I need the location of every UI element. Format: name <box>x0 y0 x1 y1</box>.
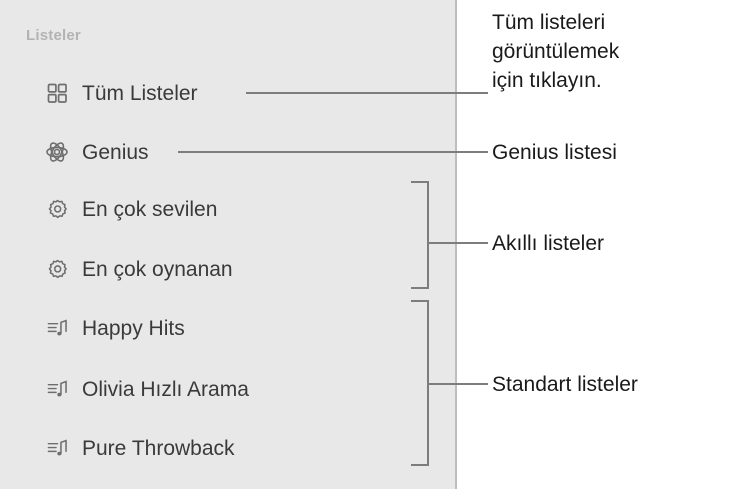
sidebar-item-label: En çok oynanan <box>82 257 233 281</box>
sidebar-divider <box>455 0 457 489</box>
callout-label-smart-lists: Akıllı listeler <box>492 232 605 255</box>
sidebar-item-happy-hits[interactable]: Happy Hits <box>44 313 185 343</box>
sidebar-item-label: Tüm Listeler <box>82 81 198 105</box>
callout-label-standard-lists: Standart listeler <box>492 373 638 396</box>
gear-icon <box>44 256 70 282</box>
callout-label-all-lists: Tüm listeleri görüntülemek için tıklayın… <box>492 11 620 92</box>
callout-leader-line-all-lists <box>246 92 488 94</box>
playlist-note-icon <box>44 435 70 461</box>
genius-atom-icon <box>44 139 70 165</box>
sidebar-item-label: Happy Hits <box>82 316 185 340</box>
callout-leader-line-smart-lists <box>427 242 488 244</box>
callout-leader-line-genius <box>178 151 488 153</box>
grid-icon <box>44 80 70 106</box>
callout-leader-line-standard-lists <box>427 383 488 385</box>
callout-label-genius: Genius listesi <box>492 141 617 164</box>
playlists-sidebar <box>0 0 456 489</box>
sidebar-item-all-lists[interactable]: Tüm Listeler <box>44 78 198 108</box>
playlist-note-icon <box>44 315 70 341</box>
sidebar-item-olivia-hizli-arama[interactable]: Olivia Hızlı Arama <box>44 374 249 404</box>
callout-bracket-smart-lists <box>411 181 429 289</box>
sidebar-item-pure-throwback[interactable]: Pure Throwback <box>44 433 235 463</box>
sidebar-item-label: En çok sevilen <box>82 197 218 221</box>
sidebar-item-label: Pure Throwback <box>82 436 235 460</box>
sidebar-item-label: Olivia Hızlı Arama <box>82 377 249 401</box>
gear-icon <box>44 196 70 222</box>
sidebar-item-label: Genius <box>82 140 149 164</box>
sidebar-item-en-cok-sevilen[interactable]: En çok sevilen <box>44 194 217 224</box>
playlist-note-icon <box>44 376 70 402</box>
sidebar-item-en-cok-oynanan[interactable]: En çok oynanan <box>44 254 233 284</box>
sidebar-item-genius[interactable]: Genius <box>44 137 149 167</box>
sidebar-section-header: Listeler <box>26 27 81 44</box>
